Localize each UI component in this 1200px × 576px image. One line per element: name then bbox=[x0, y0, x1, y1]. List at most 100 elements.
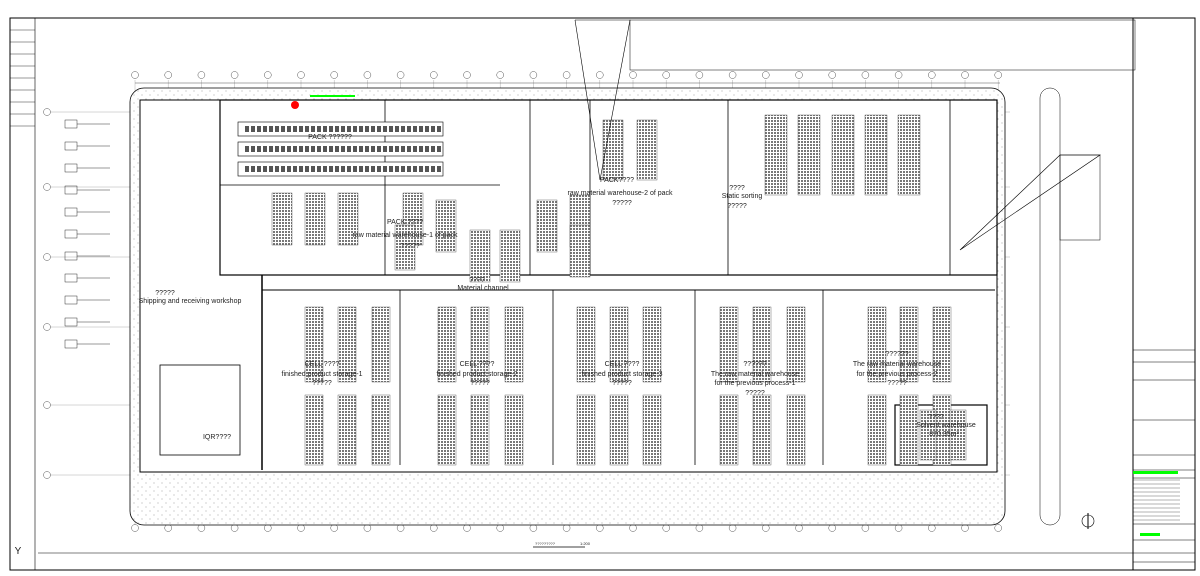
grid-bubble-left bbox=[43, 323, 51, 331]
equipment bbox=[353, 166, 357, 172]
grid-bubble-top bbox=[197, 71, 206, 79]
equipment bbox=[425, 146, 429, 152]
grid-bubble-top bbox=[795, 71, 803, 79]
shipping-workshop-label: Shipping and receiving workshop bbox=[138, 298, 242, 305]
grid-bubble-bottom bbox=[264, 524, 272, 532]
static-code: ???? bbox=[729, 185, 745, 192]
side-room bbox=[64, 273, 78, 283]
equipment bbox=[383, 166, 387, 172]
prev1-name-b: for the previous process-1 bbox=[714, 380, 796, 387]
equipment bbox=[269, 126, 273, 132]
callout-box bbox=[629, 19, 1136, 71]
storage-rack bbox=[504, 306, 524, 383]
equipment bbox=[311, 146, 315, 152]
equipment bbox=[347, 166, 351, 172]
equipment bbox=[413, 146, 417, 152]
solvent-warehouse-label: Solvent warehouse bbox=[916, 422, 976, 429]
storage-rack bbox=[469, 229, 491, 283]
storage-rack bbox=[752, 306, 772, 383]
storage-rack bbox=[470, 394, 490, 466]
equipment bbox=[311, 166, 315, 172]
equipment bbox=[251, 166, 255, 172]
equipment bbox=[371, 126, 375, 132]
storage-rack bbox=[642, 306, 662, 383]
equipment bbox=[263, 126, 267, 132]
equipment bbox=[371, 146, 375, 152]
material-channel-label: Material channel bbox=[457, 285, 509, 292]
storage-rack bbox=[304, 192, 326, 246]
grid-bubble-left bbox=[43, 108, 51, 116]
storage-rack bbox=[499, 229, 521, 283]
storage-rack bbox=[831, 114, 855, 196]
pack1-name: raw material warehouse-1 of pack bbox=[352, 232, 458, 239]
grid-bubble-bottom bbox=[496, 524, 504, 532]
grid-bubble-top bbox=[728, 71, 737, 79]
equipment bbox=[335, 166, 339, 172]
cell3-title: CELL ???? bbox=[604, 361, 640, 368]
storage-rack bbox=[371, 306, 391, 383]
equipment bbox=[353, 126, 357, 132]
equipment bbox=[281, 146, 285, 152]
grid-bubble-bottom bbox=[894, 524, 903, 532]
grid-bubble-bottom bbox=[463, 524, 471, 532]
equipment bbox=[395, 126, 399, 132]
storage-rack bbox=[435, 199, 457, 253]
equipment bbox=[437, 166, 441, 172]
equipment bbox=[281, 126, 285, 132]
equipment bbox=[335, 146, 339, 152]
grid-bubble-bottom bbox=[961, 524, 969, 532]
storage-rack bbox=[642, 394, 662, 466]
grid-bubble-bottom bbox=[994, 524, 1002, 532]
side-room bbox=[64, 251, 78, 261]
equipment bbox=[257, 146, 261, 152]
storage-rack bbox=[897, 114, 921, 196]
pack2-name: raw material warehouse-2 of pack bbox=[567, 190, 673, 197]
storage-rack bbox=[786, 394, 806, 466]
equipment bbox=[293, 126, 297, 132]
equipment bbox=[419, 126, 423, 132]
storage-rack bbox=[719, 394, 739, 466]
grid-bubble-top bbox=[363, 71, 372, 79]
equipment bbox=[275, 166, 279, 172]
equipment bbox=[299, 146, 303, 152]
grid-bubble-bottom bbox=[762, 524, 770, 532]
grid-bubble-top bbox=[230, 71, 239, 79]
equipment bbox=[413, 126, 417, 132]
side-room bbox=[64, 339, 78, 349]
storage-rack bbox=[470, 306, 490, 383]
storage-rack bbox=[719, 306, 739, 383]
drawing-title: ????????? bbox=[534, 541, 556, 546]
equipment bbox=[257, 166, 261, 172]
drawing-frame bbox=[9, 17, 1196, 571]
grid-bubble-bottom bbox=[529, 524, 538, 532]
equipment bbox=[263, 146, 267, 152]
storage-rack bbox=[752, 394, 772, 466]
equipment bbox=[407, 146, 411, 152]
storage-rack bbox=[949, 409, 967, 461]
side-room bbox=[64, 163, 78, 173]
grid-bubble-top bbox=[496, 71, 504, 79]
pack2-title: PACK???? bbox=[599, 177, 635, 184]
equipment bbox=[323, 166, 327, 172]
grid-bubble-bottom bbox=[928, 524, 936, 532]
static-sorting-label: Static sorting bbox=[721, 193, 763, 200]
callout-leader bbox=[574, 19, 631, 181]
side-room bbox=[64, 317, 78, 327]
equipment bbox=[275, 126, 279, 132]
grid-bubble-left bbox=[43, 253, 51, 261]
grid-bubble-top bbox=[861, 71, 870, 79]
grid-bubble-bottom bbox=[596, 524, 604, 532]
grid-bubble-top bbox=[695, 71, 704, 79]
equipment bbox=[263, 166, 267, 172]
grid-bubble-top bbox=[430, 71, 438, 79]
storage-rack bbox=[576, 394, 596, 466]
storage-racks bbox=[271, 114, 967, 466]
grid-bubble-top bbox=[396, 71, 405, 79]
side-room bbox=[64, 229, 78, 239]
cell1-name: finished product storage-1 bbox=[281, 371, 363, 378]
equipment bbox=[425, 166, 429, 172]
cell2-name: finished product storage-2 bbox=[436, 371, 518, 378]
storage-rack bbox=[636, 119, 658, 181]
grid-bubble-top bbox=[264, 71, 272, 79]
